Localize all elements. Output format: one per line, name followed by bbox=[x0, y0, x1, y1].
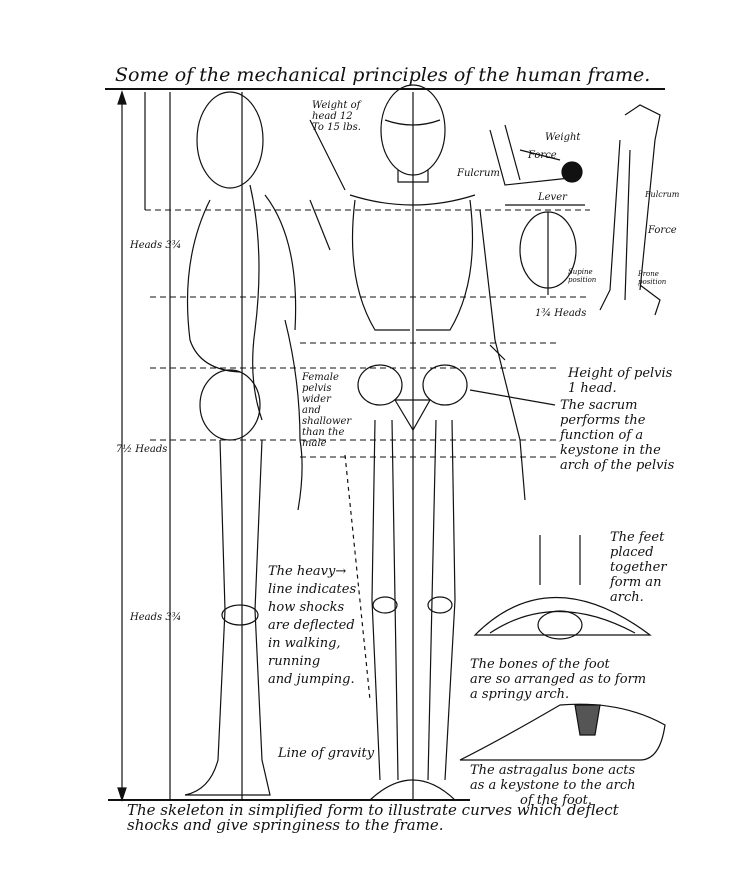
heads-334-bottom-label: Heads 3¾ bbox=[130, 612, 182, 623]
sacrum-label: The sacrum performs the function of a ke… bbox=[560, 398, 675, 473]
feet-arch-diagram bbox=[473, 535, 652, 640]
fulcrum-right-label: Fulcrum bbox=[645, 190, 680, 199]
force-label: Force bbox=[528, 150, 557, 161]
heads-134-label: 1¾ Heads bbox=[535, 308, 587, 319]
feet-arch-label: The feet placed together form an arch. bbox=[610, 530, 667, 605]
lever-label: Lever bbox=[538, 192, 567, 203]
plate-title: Some of the mechanical principles of the… bbox=[115, 64, 651, 86]
head-weight-pointer bbox=[309, 199, 331, 251]
heads-334-top-label: Heads 3¾ bbox=[130, 240, 182, 251]
heavy-line-label: The heavy→ line indicates how shocks are… bbox=[268, 564, 357, 687]
line-of-gravity-label: Line of gravity bbox=[278, 746, 375, 761]
height-pelvis-label: Height of pelvis 1 head. bbox=[568, 366, 673, 396]
astragalus-label: The astragalus bone acts as a keystone t… bbox=[470, 763, 636, 808]
weight-label: Weight bbox=[545, 132, 581, 143]
foot-side-diagram bbox=[459, 703, 666, 761]
sacrum-pointer bbox=[469, 389, 556, 406]
fulcrum-label: Fulcrum bbox=[457, 168, 500, 179]
female-pelvis-label: Female pelvis wider and shallower than t… bbox=[302, 372, 352, 449]
front-view-skeleton bbox=[309, 84, 526, 801]
weight-of-head-label: Weight of head 12 To 15 lbs. bbox=[312, 100, 361, 133]
force-right-label: Force bbox=[648, 225, 677, 236]
heads-712-label: 7½ Heads bbox=[116, 444, 168, 455]
arm-diagram bbox=[599, 104, 661, 316]
lever-diagram bbox=[489, 124, 585, 295]
side-view-skeleton bbox=[184, 91, 303, 800]
foot-bones-label: The bones of the foot are so arranged as… bbox=[470, 657, 647, 702]
plate-caption: The skeleton in simplified form to illus… bbox=[127, 801, 619, 834]
title-underline bbox=[105, 88, 665, 90]
